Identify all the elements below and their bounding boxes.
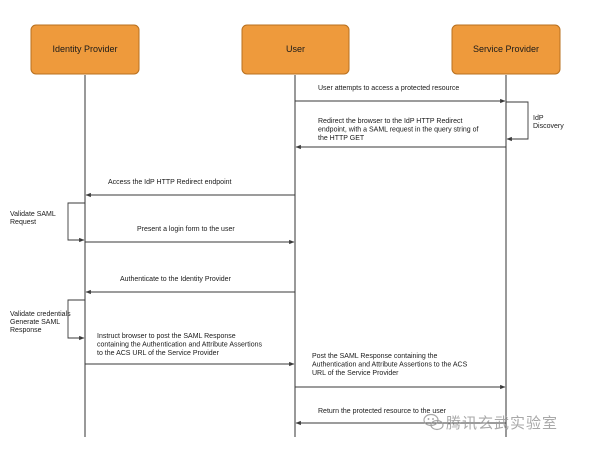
text-line: Validate credentials [10, 311, 71, 318]
text-line: Validate SAML [10, 211, 56, 218]
text-line: the HTTP GET [318, 135, 365, 142]
actor-service-provider-label: Service Provider [473, 44, 539, 54]
actor-identity-provider: Identity Provider [30, 24, 140, 75]
text-line: Redirect the browser to the IdP HTTP Red… [318, 118, 463, 125]
text-line: User attempts to access a protected reso… [318, 85, 459, 92]
text-line: Response [10, 327, 42, 334]
actor-user-label: User [286, 44, 305, 54]
message-1-label: User attempts to access a protected reso… [318, 85, 459, 92]
text-line: IdP [533, 115, 544, 122]
message-8-label: Return the protected resource to the use… [318, 408, 447, 415]
text-line: Request [10, 219, 36, 226]
text-line: Post the SAML Response containing the [312, 353, 438, 360]
actor-service-provider: Service Provider [451, 24, 561, 75]
text-line: containing the Authentication and Attrib… [97, 342, 263, 349]
message-3-label: Access the IdP HTTP Redirect endpoint [108, 179, 232, 186]
text-line: Present a login form to the user [137, 226, 235, 233]
text-line: Instruct browser to post the SAML Respon… [97, 333, 236, 340]
actor-identity-provider-label: Identity Provider [52, 44, 117, 54]
wechat-logo-icon [423, 413, 444, 431]
text-line: Return the protected resource to the use… [318, 408, 447, 415]
validate-credentials-loop [67, 299, 85, 341]
watermark-text: 腾讯玄武实验室 [446, 414, 558, 432]
message-5-label: Authenticate to the Identity Provider [120, 276, 232, 283]
text-line: Authenticate to the Identity Provider [120, 276, 232, 283]
text-line: URL of the Service Provider [312, 370, 399, 377]
watermark: 腾讯玄武实验室 [423, 413, 558, 432]
text-line: Access the IdP HTTP Redirect endpoint [108, 179, 232, 186]
text-line: Discovery [533, 123, 564, 130]
text-line: Generate SAML [10, 319, 60, 326]
text-line: endpoint, with a SAML request in the que… [318, 127, 478, 134]
text-line: to the ACS URL of the Service Provider [97, 350, 220, 357]
actor-user: User [241, 24, 350, 75]
validate-request-loop [67, 202, 85, 243]
message-2-label: Redirect the browser to the IdP HTTP Red… [318, 118, 478, 142]
text-line: Authentication and Attribute Assertions … [312, 362, 468, 369]
idp-discovery-loop [506, 101, 529, 142]
message-6-label: Instruct browser to post the SAML Respon… [97, 333, 263, 357]
message-4-label: Present a login form to the user [137, 226, 235, 233]
